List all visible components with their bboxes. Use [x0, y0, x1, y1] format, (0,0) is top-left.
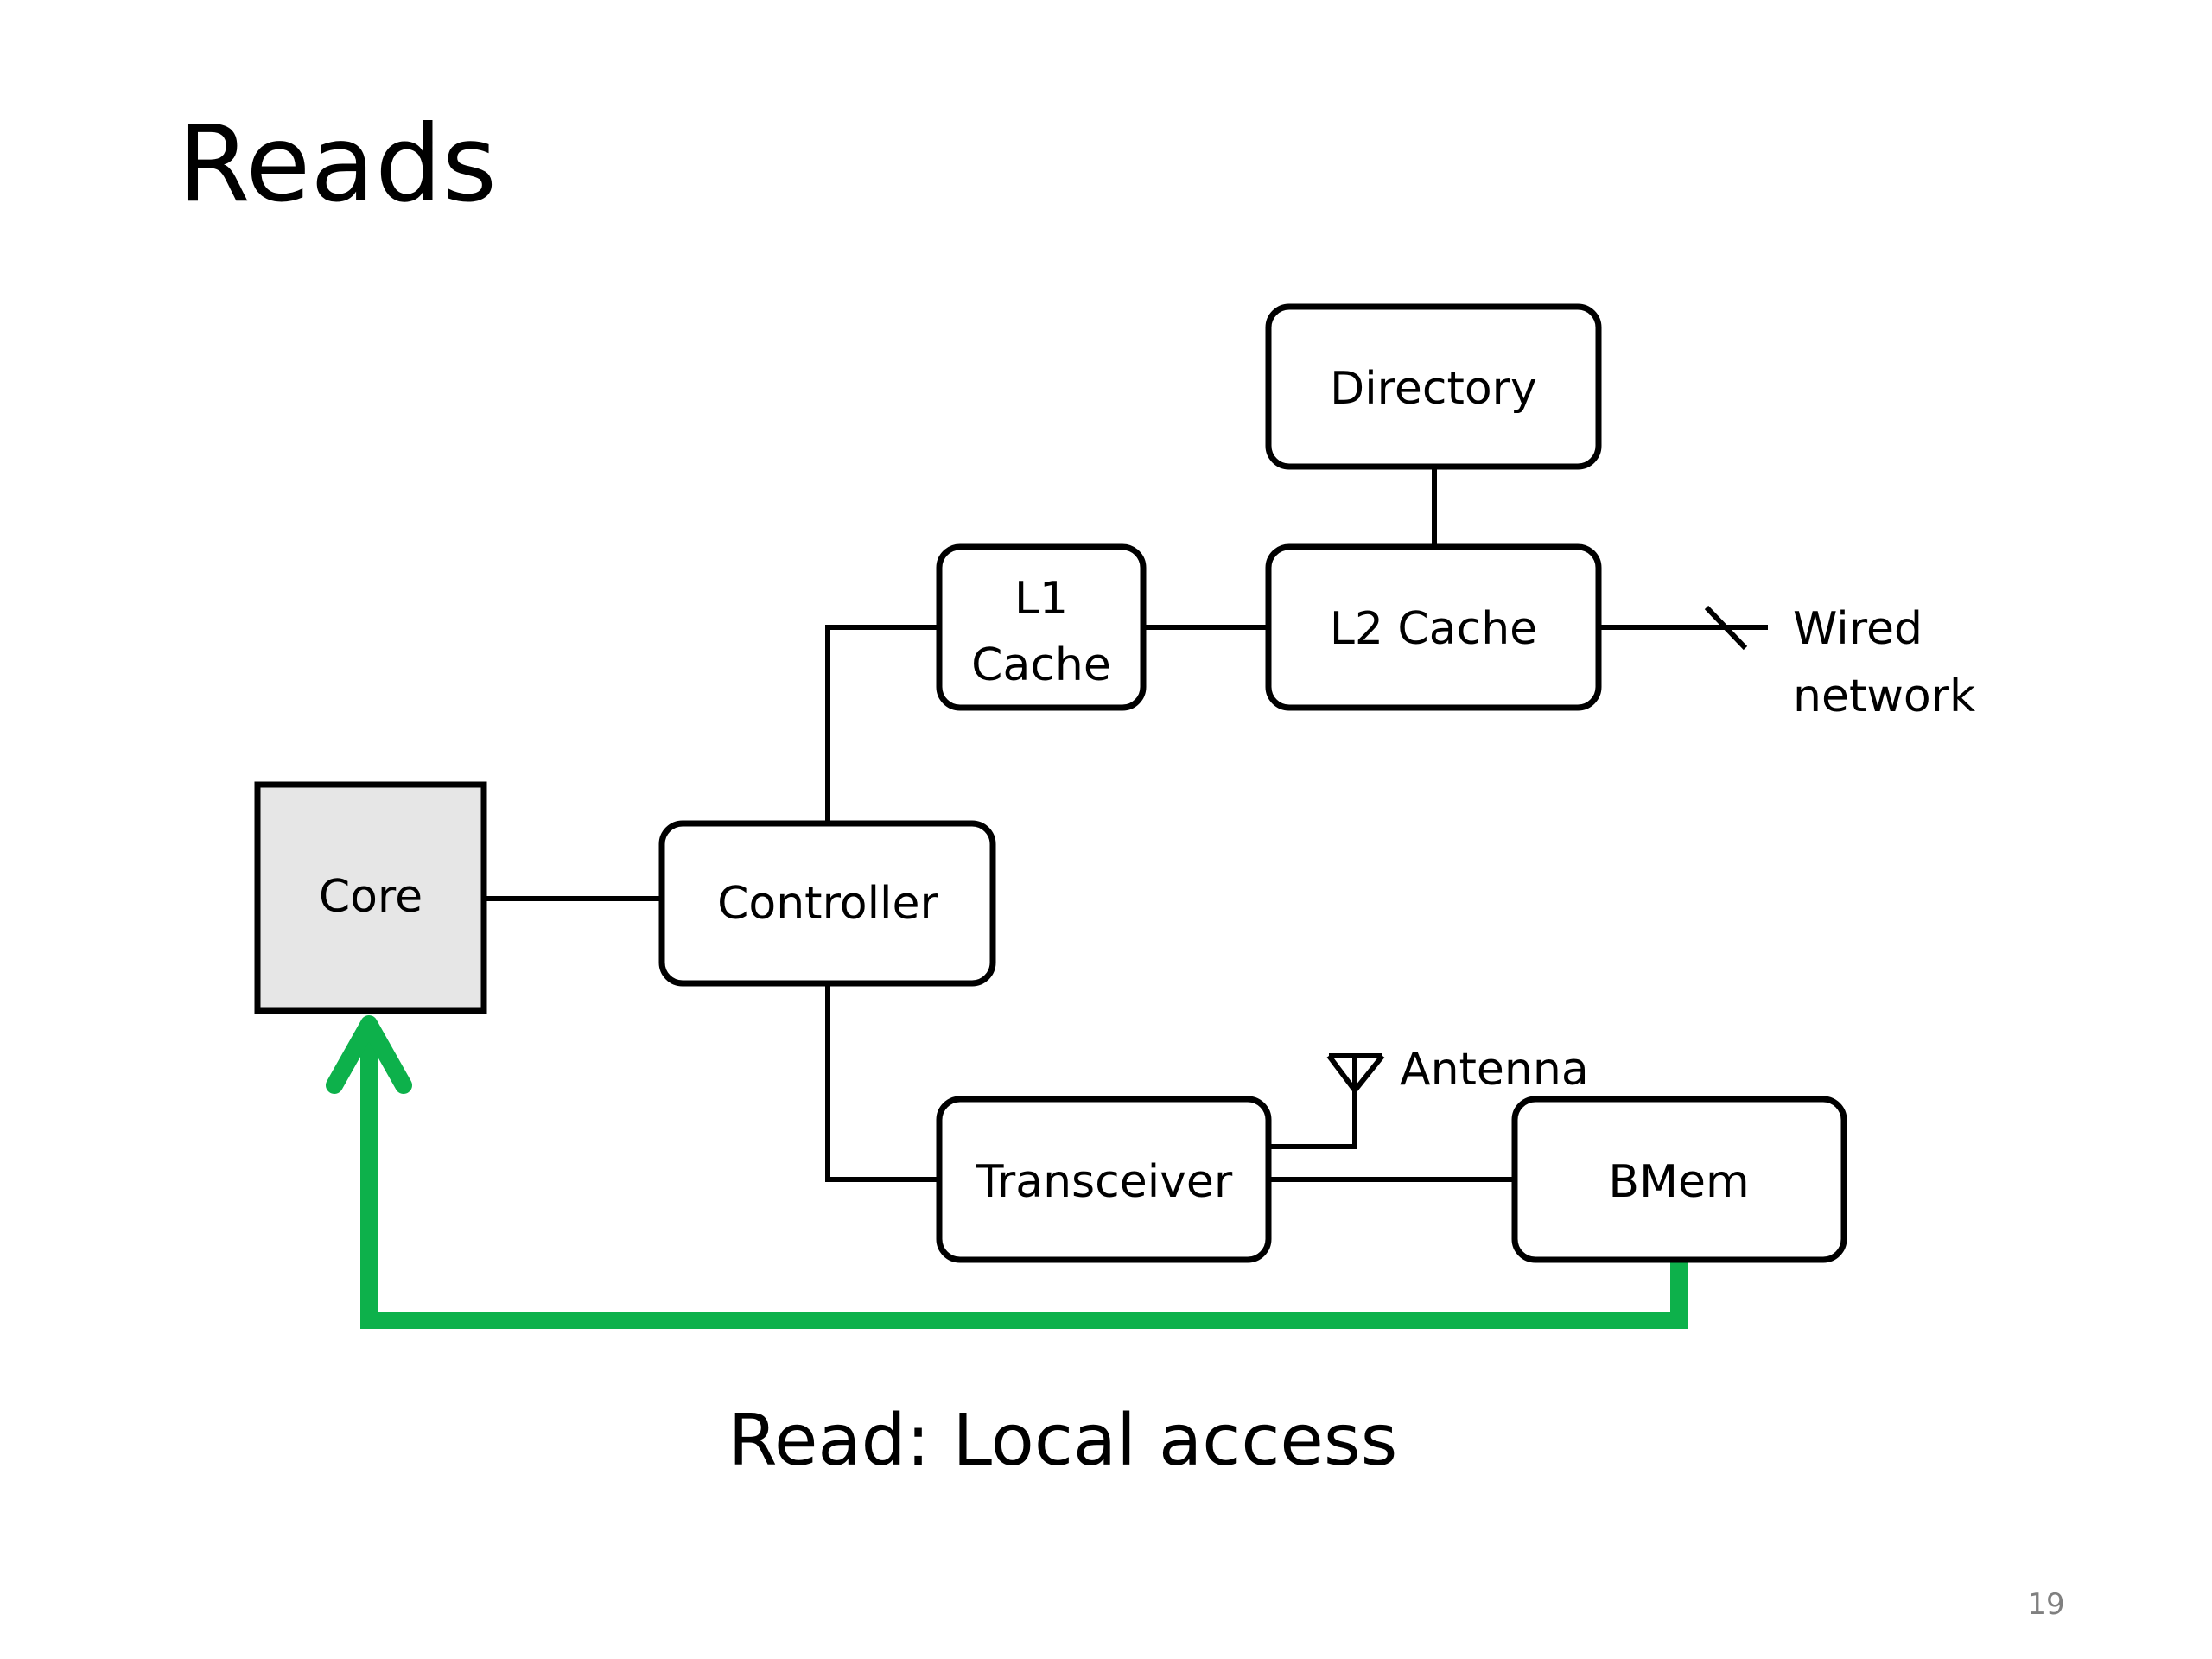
- wired-network-label-line1: Wired: [1793, 603, 1923, 655]
- page-number: 19: [2027, 1587, 2064, 1622]
- l2-cache-label: L2 Cache: [1330, 603, 1537, 655]
- bmem-box: [1511, 1096, 1847, 1263]
- core-label: Core: [319, 871, 423, 923]
- controller-box: [658, 820, 996, 987]
- l1-cache-box: [936, 543, 1147, 711]
- antenna-label: Antenna: [1400, 1044, 1589, 1096]
- directory-box: [1265, 303, 1602, 470]
- slide-title: Reads: [177, 103, 497, 226]
- controller-label: Controller: [717, 878, 938, 930]
- l2-cache-box: [1265, 543, 1602, 711]
- l1-cache-label-line2: Cache: [971, 639, 1111, 691]
- l1-cache-label-line1: L1: [1014, 573, 1068, 625]
- bmem-node: BMem: [1511, 1096, 1847, 1263]
- transceiver-node: Transceiver: [936, 1096, 1272, 1263]
- read-path-arrowhead: [326, 1015, 412, 1094]
- transceiver-box: [936, 1096, 1272, 1263]
- read-path-line: [360, 1024, 1688, 1329]
- l1-cache-node: L1 Cache: [936, 543, 1147, 711]
- directory-label: Directory: [1330, 363, 1537, 415]
- core-box: [254, 781, 487, 1014]
- core-node: Core: [254, 781, 487, 1014]
- wired-slash: [1704, 605, 1748, 651]
- bmem-label: BMem: [1608, 1156, 1749, 1208]
- directory-node: Directory: [1265, 303, 1602, 470]
- wired-network-label-line2: network: [1793, 671, 1975, 722]
- controller-l1-link: [825, 625, 938, 823]
- l2-cache-node: L2 Cache: [1265, 543, 1602, 711]
- transceiver-antenna-link: [1268, 1065, 1357, 1149]
- slide-caption: Read: Local access: [728, 1400, 1398, 1482]
- controller-transceiver-link: [825, 983, 938, 1182]
- read-path: [326, 1015, 1688, 1329]
- controller-node: Controller: [658, 820, 996, 987]
- antenna-icon: [1326, 1053, 1385, 1092]
- transceiver-label: Transceiver: [976, 1156, 1233, 1208]
- connectors: [486, 467, 1768, 1182]
